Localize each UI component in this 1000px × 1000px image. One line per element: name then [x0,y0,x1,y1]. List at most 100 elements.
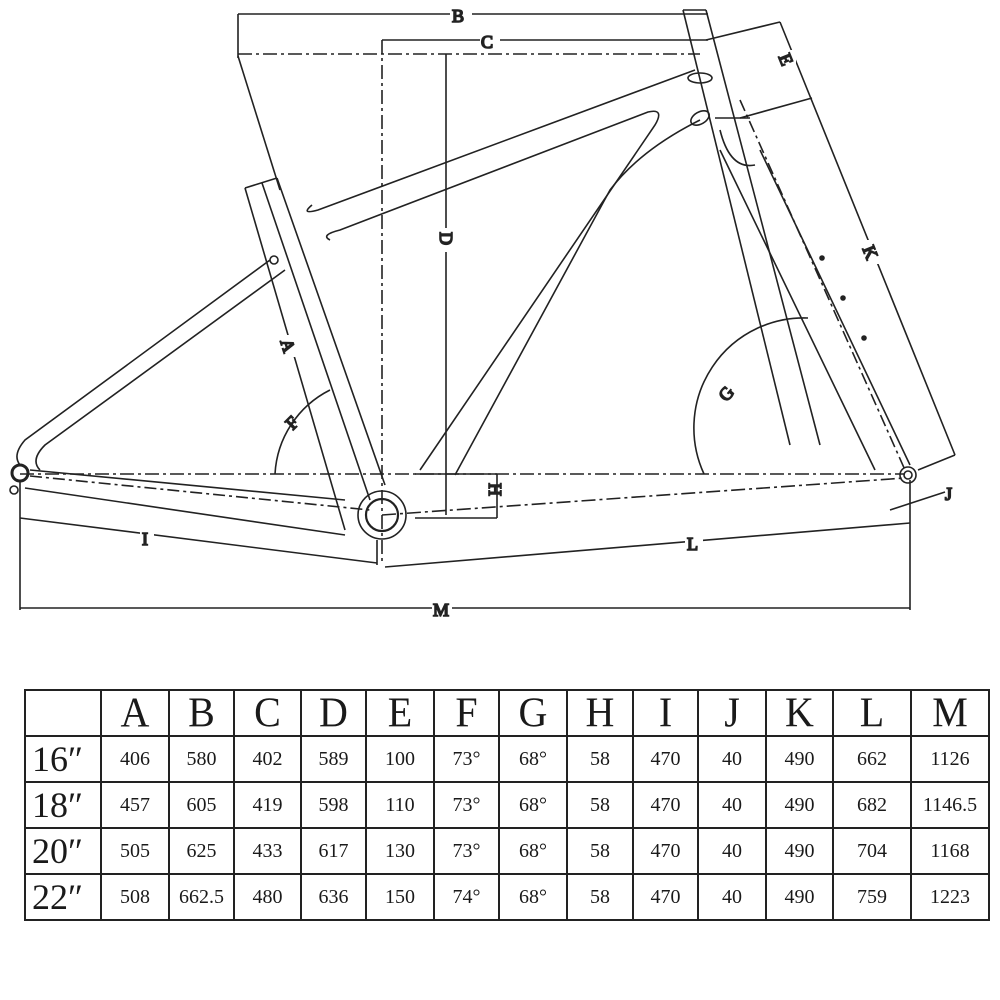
cell: 625 [168,827,235,875]
size-cell: 18″ [24,781,102,829]
cell: 662 [832,735,912,783]
geometry-table: A B C D E F G H I J K L M 16″ 406 580 40… [24,687,990,921]
dimension-d: D [435,54,457,515]
label-j: J [945,484,952,504]
cell: 505 [100,827,170,875]
table-row: 22″ 508 662.5 480 636 150 74° 68° 58 470… [24,873,990,921]
header-f: F [433,687,500,739]
cell: 58 [566,735,634,783]
table-header-row: A B C D E F G H I J K L M [24,687,990,739]
cell: 636 [300,873,367,921]
cell: 100 [365,735,435,783]
dimension-j: J [889,483,953,511]
cell: 662.5 [168,873,235,921]
cell: 490 [765,873,834,921]
cell: 580 [168,735,235,783]
dimension-c: C [382,30,708,53]
cell: 759 [832,873,912,921]
label-i: I [142,529,148,549]
cell: 58 [566,873,634,921]
label-d: D [436,232,456,245]
cell: 490 [765,735,834,783]
label-l: L [687,534,698,554]
size-cell: 16″ [24,735,102,783]
angle-f-arc [274,389,331,475]
cell: 1168 [910,827,990,875]
header-c: C [233,687,302,739]
header-size [24,687,102,739]
cell: 40 [697,873,767,921]
header-d: D [300,687,367,739]
header-g: G [498,687,568,739]
header-e: E [365,687,435,739]
cell: 470 [632,735,699,783]
cell: 68° [498,873,568,921]
cell: 73° [433,781,500,829]
cell: 74° [433,873,500,921]
header-l: L [832,687,912,739]
header-b: B [168,687,235,739]
dimension-i: I [19,480,378,610]
cell: 130 [365,827,435,875]
cell: 704 [832,827,912,875]
dimension-k-e: E K [705,21,956,471]
cell: 150 [365,873,435,921]
cell: 40 [697,735,767,783]
size-cell: 20″ [24,827,102,875]
cell: 40 [697,827,767,875]
cell: 682 [832,781,912,829]
cell: 73° [433,735,500,783]
table-row: 18″ 457 605 419 598 110 73° 68° 58 470 4… [24,781,990,829]
cell: 617 [300,827,367,875]
fork [719,99,917,484]
size-cell: 22″ [24,873,102,921]
cell: 58 [566,781,634,829]
cell: 419 [233,781,302,829]
cell: 490 [765,781,834,829]
seat-stay [16,255,286,471]
cell: 470 [632,873,699,921]
cell: 508 [100,873,170,921]
cell: 68° [498,735,568,783]
label-h: H [485,483,505,496]
angle-g-arc [693,317,809,475]
header-a: A [100,687,170,739]
cell: 470 [632,781,699,829]
cell: 433 [233,827,302,875]
cell: 1223 [910,873,990,921]
dimension-m: M [20,596,910,621]
label-m: M [433,600,449,620]
header-j: J [697,687,767,739]
header-m: M [910,687,990,739]
cell: 68° [498,781,568,829]
cell: 480 [233,873,302,921]
cell: 73° [433,827,500,875]
label-c: C [481,32,493,52]
cell: 457 [100,781,170,829]
cell: 470 [632,827,699,875]
cell: 1126 [910,735,990,783]
dimension-b: B [237,4,708,58]
head-tube [682,9,821,446]
cell: 598 [300,781,367,829]
header-h: H [566,687,634,739]
cell: 490 [765,827,834,875]
cell: 605 [168,781,235,829]
table-row: 16″ 406 580 402 589 100 73° 68° 58 470 4… [24,735,990,783]
cell: 1146.5 [910,781,990,829]
cell: 68° [498,827,568,875]
header-k: K [765,687,834,739]
cell: 40 [697,781,767,829]
table-row: 20″ 505 625 433 617 130 73° 68° 58 470 4… [24,827,990,875]
cell: 58 [566,827,634,875]
dimension-l: L [384,480,911,610]
seat-tube [244,177,386,531]
label-b: B [452,6,464,26]
chain-stay [9,463,371,536]
cell: 589 [300,735,367,783]
header-i: I [632,687,699,739]
cell: 110 [365,781,435,829]
label-g: G [714,382,738,405]
bottom-bracket [357,490,407,540]
dimension-h: H [415,473,506,519]
